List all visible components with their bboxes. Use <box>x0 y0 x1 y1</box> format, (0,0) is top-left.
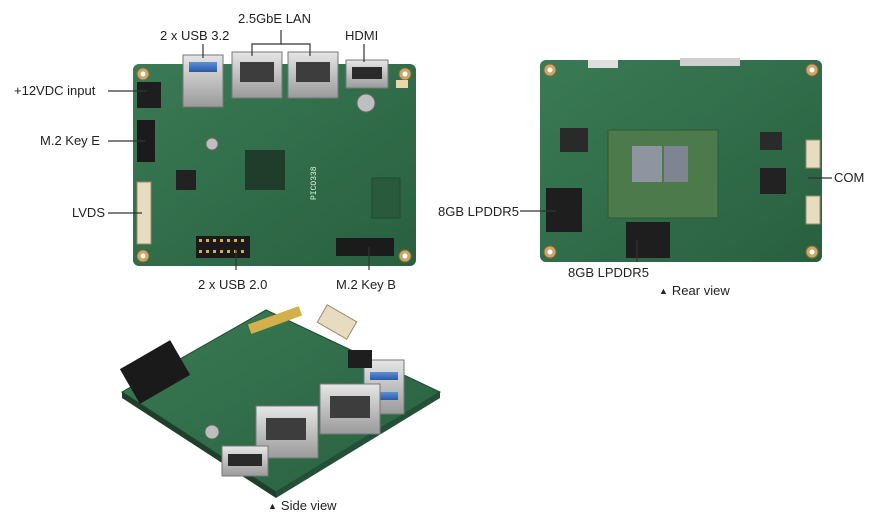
board-silkscreen-text: PICO338 <box>310 166 319 200</box>
lpddr5-bottom-label: 8GB LPDDR5 <box>568 265 649 280</box>
rear-view-caption-text: Rear view <box>671 283 730 298</box>
m2-key-b-label: M.2 Key B <box>336 277 396 292</box>
usb20-label: 2 x USB 2.0 <box>198 277 268 292</box>
m2-key-e-label: M.2 Key E <box>40 133 100 148</box>
usb32-label: 2 x USB 3.2 <box>160 28 230 43</box>
lvds-label: LVDS <box>72 205 105 220</box>
rear-view-caption: ▲Rear view <box>659 283 730 299</box>
lpddr5-left-label: 8GB LPDDR5 <box>438 204 519 219</box>
lan-label: 2.5GbE LAN <box>238 11 311 26</box>
com-label: COM <box>834 170 865 185</box>
hdmi-label: HDMI <box>345 28 379 43</box>
side-view-caption: ▲Side view <box>268 498 337 514</box>
triangle-up-icon: ▲ <box>268 501 277 511</box>
dc-input-label: +12VDC input <box>14 83 96 98</box>
side-view-caption-text: Side view <box>280 498 337 513</box>
triangle-up-icon: ▲ <box>659 286 668 296</box>
